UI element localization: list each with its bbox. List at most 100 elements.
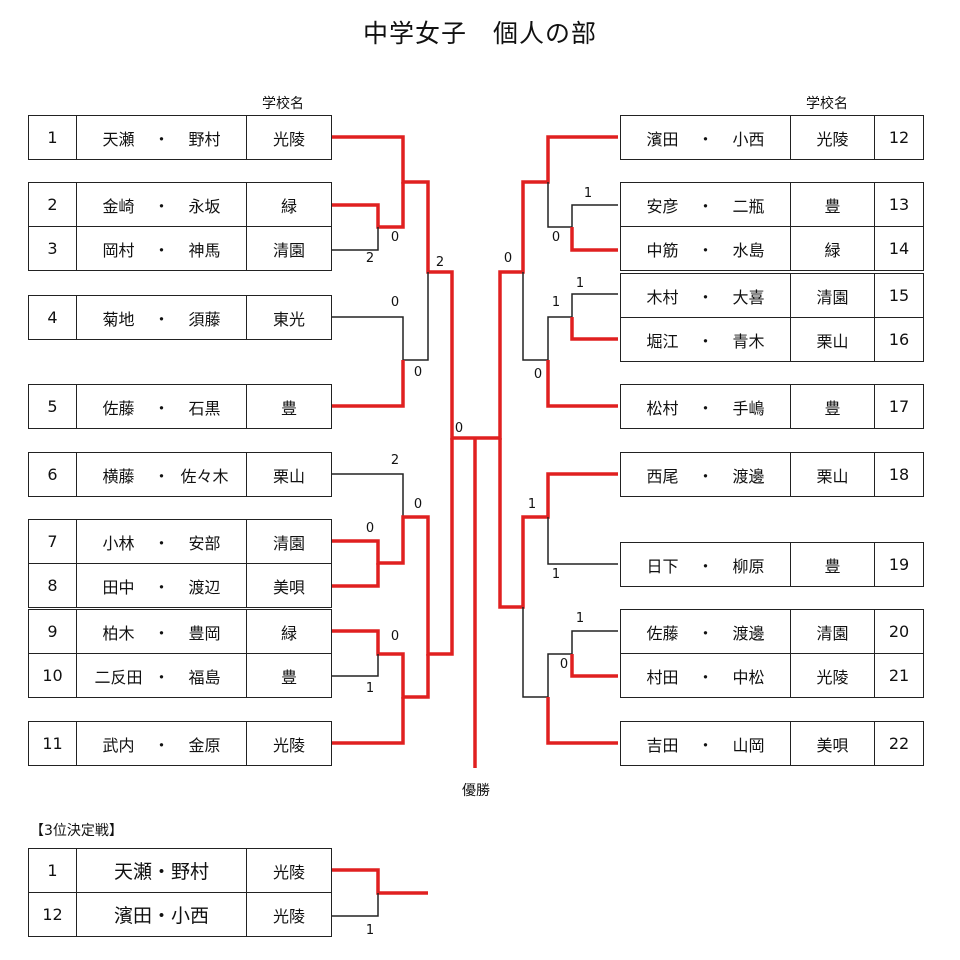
pair-name: 堀江・青木 [620, 317, 791, 362]
separator: ・ [153, 735, 170, 755]
player-2-name: 小西 [732, 129, 765, 149]
seed-number: 9 [28, 609, 77, 654]
score-label: 2 [436, 255, 444, 270]
pair-name: 村田・中松 [620, 653, 791, 698]
winner-path-seed-22 [546, 697, 618, 745]
player-2-name: 二瓶 [732, 196, 765, 216]
seed-number: 20 [874, 609, 924, 654]
separator: ・ [697, 667, 714, 687]
seed-number: 19 [874, 542, 924, 587]
winner-path-seed-12 [475, 135, 618, 440]
separator: ・ [697, 240, 714, 260]
player-2-name: 永坂 [188, 196, 221, 216]
separator: ・ [697, 398, 714, 418]
winner-path-seed-5 [332, 360, 405, 408]
score-label: 0 [560, 657, 568, 672]
school-name: 清園 [790, 609, 875, 654]
separator: ・ [697, 556, 714, 576]
player-1-name: 天瀬 [102, 129, 135, 149]
player-1-name: 武内 [102, 735, 135, 755]
pair-name: 天瀬・野村 [76, 848, 247, 893]
school-name: 清園 [246, 226, 332, 271]
player-2-name: 金原 [188, 735, 221, 755]
school-name: 光陵 [246, 721, 332, 766]
score-label: 0 [455, 421, 463, 436]
pair-name: 中筋・水島 [620, 226, 791, 271]
separator: ・ [697, 196, 714, 216]
score-label: 1 [584, 186, 592, 201]
player-2-name: 手嶋 [732, 398, 765, 418]
school-name: 豊 [790, 542, 875, 587]
seed-number: 15 [874, 273, 924, 318]
score-label: 0 [534, 367, 542, 382]
seed-number: 13 [874, 182, 924, 227]
school-name: 緑 [790, 226, 875, 271]
school-name: 光陵 [246, 115, 332, 160]
seed-number: 12 [874, 115, 924, 160]
score-label: 0 [391, 629, 399, 644]
player-1-name: 柏木 [102, 623, 135, 643]
seed-number: 4 [28, 295, 77, 340]
player-2-name: 水島 [732, 240, 765, 260]
separator: ・ [697, 623, 714, 643]
player-2-name: 柳原 [732, 556, 765, 576]
seed-number: 17 [874, 384, 924, 429]
seed-number: 1 [28, 848, 77, 893]
score-label: 0 [391, 295, 399, 310]
player-1-name: 横藤 [102, 466, 135, 486]
bracket-line [522, 272, 618, 361]
school-name: 光陵 [790, 115, 875, 160]
score-label: 0 [414, 365, 422, 380]
school-name: 光陵 [246, 892, 332, 937]
player-1-name: 岡村 [102, 240, 135, 260]
pair-name: 柏木・豊岡 [76, 609, 247, 654]
school-header-right: 学校名 [806, 96, 848, 112]
winner-path-seed-14 [570, 227, 618, 252]
third-place-table: 1 天瀬・野村 光陵 12 濱田・小西 光陵 [28, 848, 332, 937]
pair-name: 日下・柳原 [620, 542, 791, 587]
bracket-line [547, 517, 618, 565]
school-name: 豊 [246, 384, 332, 429]
school-name: 東光 [246, 295, 332, 340]
winner-path-seed-8 [332, 438, 454, 656]
pair-name: 西尾・渡邊 [620, 452, 791, 497]
player-1-name: 佐藤 [102, 398, 135, 418]
bracket-line [332, 272, 429, 361]
school-name: 緑 [246, 609, 332, 654]
winner-path [332, 563, 380, 588]
pair-name: 金崎・永坂 [76, 182, 247, 227]
player-1-name: 吉田 [646, 735, 679, 755]
player-1-name: 安彦 [646, 196, 679, 216]
school-name: 豊 [246, 653, 332, 698]
pair-name: 菊地・須藤 [76, 295, 247, 340]
seed-number: 5 [28, 384, 77, 429]
pair-name: 武内・金原 [76, 721, 247, 766]
player-2-name: 中松 [732, 667, 765, 687]
separator: ・ [153, 309, 170, 329]
score-label: 1 [528, 497, 536, 512]
player-1-name: 濱田 [646, 129, 679, 149]
